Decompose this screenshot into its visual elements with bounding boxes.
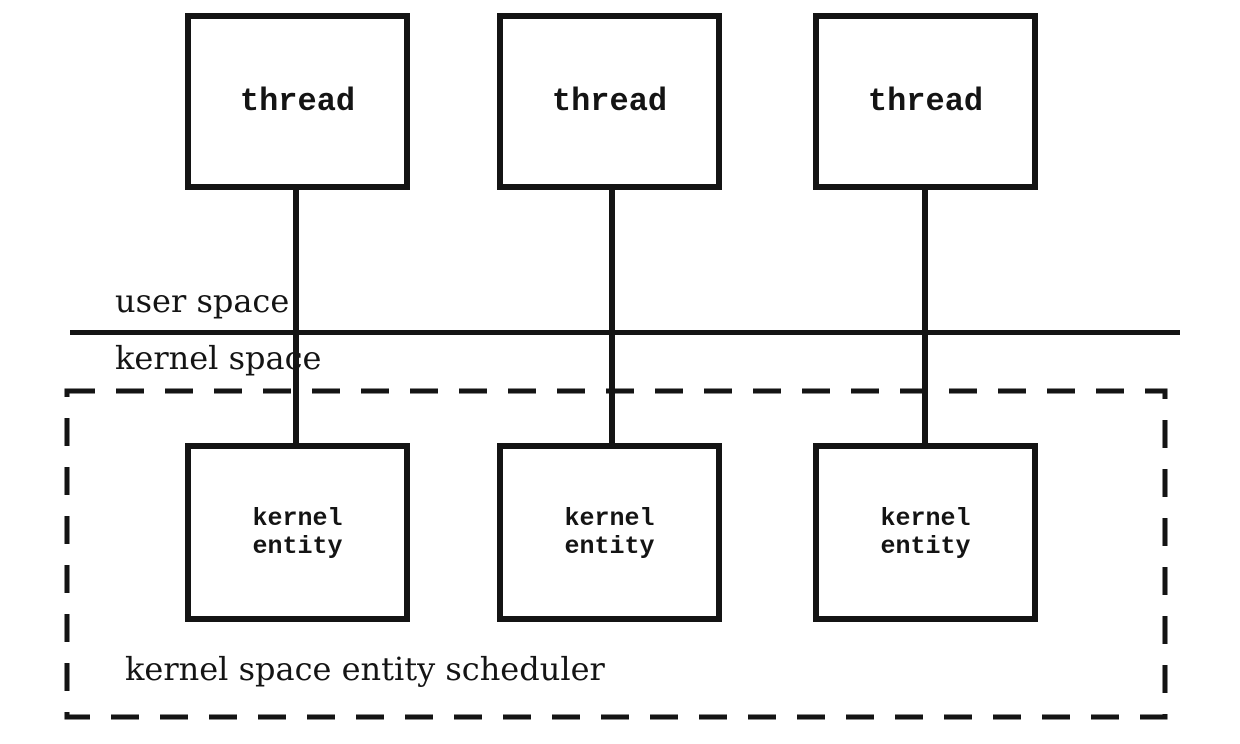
- connector-line-3: [922, 188, 928, 445]
- scheduler-dashed-border: [64, 388, 1168, 720]
- kernel-entity-box-3-label: kernel entity: [880, 503, 971, 561]
- kernel-entity-box-1: kernel entity: [185, 443, 410, 622]
- user-space-label: user space: [115, 282, 290, 320]
- thread-box-1-label: thread: [239, 82, 356, 120]
- thread-box-2: thread: [497, 13, 722, 190]
- scheduler-label: kernel space entity scheduler: [125, 650, 605, 688]
- scheduler-dashed-region: [64, 388, 1168, 720]
- connector-line-2: [609, 188, 615, 445]
- connector-line-1: [293, 188, 299, 445]
- kernel-space-label: kernel space: [115, 339, 322, 377]
- thread-box-1: thread: [185, 13, 410, 190]
- thread-box-2-label: thread: [551, 82, 668, 120]
- user-kernel-divider-line: [70, 330, 1180, 335]
- kernel-entity-box-3: kernel entity: [813, 443, 1038, 622]
- thread-box-3-label: thread: [867, 82, 984, 120]
- kernel-entity-box-2: kernel entity: [497, 443, 722, 622]
- thread-box-3: thread: [813, 13, 1038, 190]
- kernel-entity-box-1-label: kernel entity: [252, 503, 343, 561]
- kernel-entity-box-2-label: kernel entity: [564, 503, 655, 561]
